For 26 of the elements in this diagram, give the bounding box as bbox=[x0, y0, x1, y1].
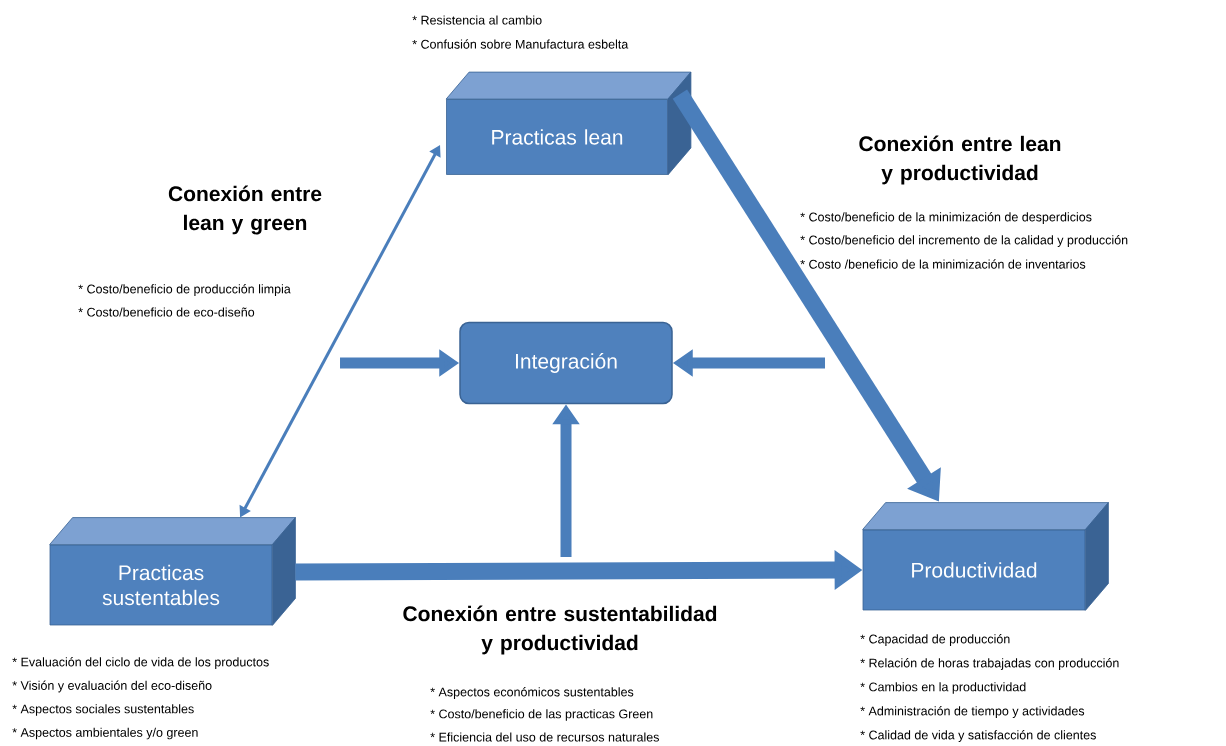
bullet-text: * Cambios en la productividad bbox=[860, 682, 1026, 694]
bullet-text: * Eficiencia del uso de recursos naturales bbox=[430, 732, 659, 742]
heading: Conexión entre lean y productividad bbox=[859, 135, 1061, 185]
block: Productividad bbox=[862, 502, 1109, 611]
rounded-box: Integración bbox=[459, 321, 673, 405]
bullet-text: * Evaluación del ciclo de vida de los productos bbox=[12, 657, 269, 669]
bullet-text: * Confusión sobre Manufactura esbelta bbox=[412, 39, 629, 49]
bullet-text: * Administración de tiempo y actividades bbox=[860, 706, 1085, 718]
bullet-text: * Capacidad de producción bbox=[860, 634, 1010, 646]
block: Practicas lean bbox=[445, 71, 692, 176]
bullet-text: * Aspectos ambientales y/o green bbox=[12, 727, 198, 740]
bullet-text: * Aspectos económicos sustentables bbox=[430, 687, 634, 699]
bullet-text: * Calidad de vida y satisfacción de clientes bbox=[860, 730, 1096, 742]
block: Practicas sustentables bbox=[49, 517, 296, 626]
bullet-text: * Relación de horas trabajadas con producción bbox=[860, 658, 1119, 670]
heading: Conexión entre lean y green bbox=[168, 185, 322, 235]
heading: Conexión entre sustentabilidad y productividad bbox=[403, 605, 717, 655]
bullet-text: * Costo/beneficio de producción limpia bbox=[78, 284, 291, 296]
bullet-text: * Aspectos sociales sustentables bbox=[12, 704, 194, 716]
bullet-text: * Costo /beneficio de la minimización de inventarios bbox=[800, 259, 1086, 269]
bullet-text: * Costo/beneficio del incremento de la calidad y producción bbox=[800, 235, 1128, 247]
bullet-text: * Costo/beneficio de las practicas Green bbox=[430, 709, 653, 721]
bullet-text: * Costo/beneficio de eco-diseño bbox=[78, 307, 255, 317]
bullet-text: * Visión y evaluación del eco-diseño bbox=[12, 680, 212, 693]
bullet-text: * Costo/beneficio de la minimización de desperdicios bbox=[800, 212, 1092, 224]
bullet-text: * Resistencia al cambio bbox=[412, 15, 542, 25]
